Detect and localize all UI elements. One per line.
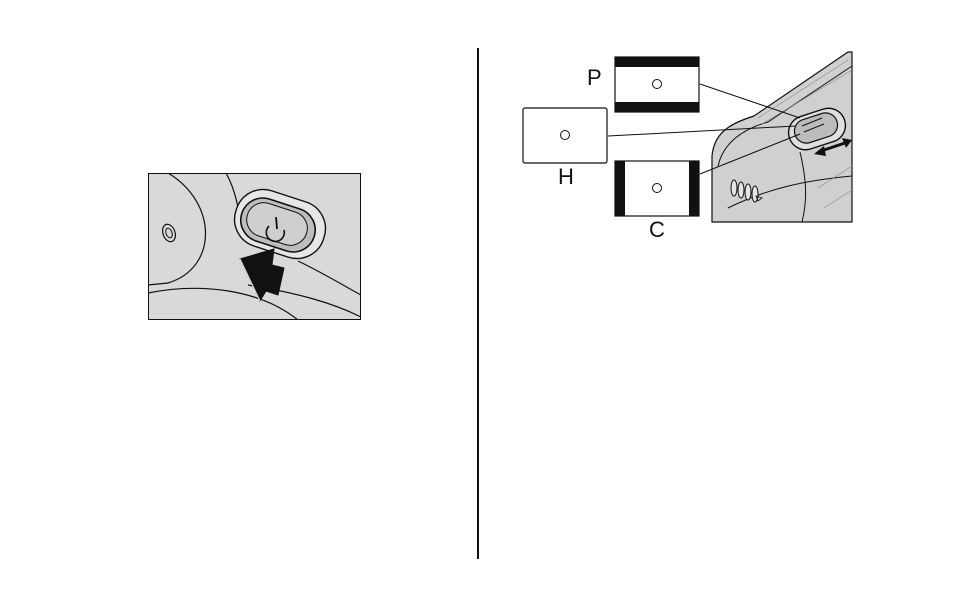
classic-frame — [615, 161, 699, 216]
label-c: C — [649, 219, 665, 241]
label-p: P — [587, 67, 602, 89]
label-h: H — [558, 166, 574, 188]
format-selector-drawing — [518, 48, 858, 248]
column-divider — [477, 48, 479, 559]
power-switch-illustration — [148, 173, 361, 320]
power-switch-drawing — [148, 173, 361, 320]
format-selector-illustration — [518, 48, 858, 248]
hdtv-frame — [523, 108, 607, 163]
panorama-frame — [615, 57, 699, 112]
